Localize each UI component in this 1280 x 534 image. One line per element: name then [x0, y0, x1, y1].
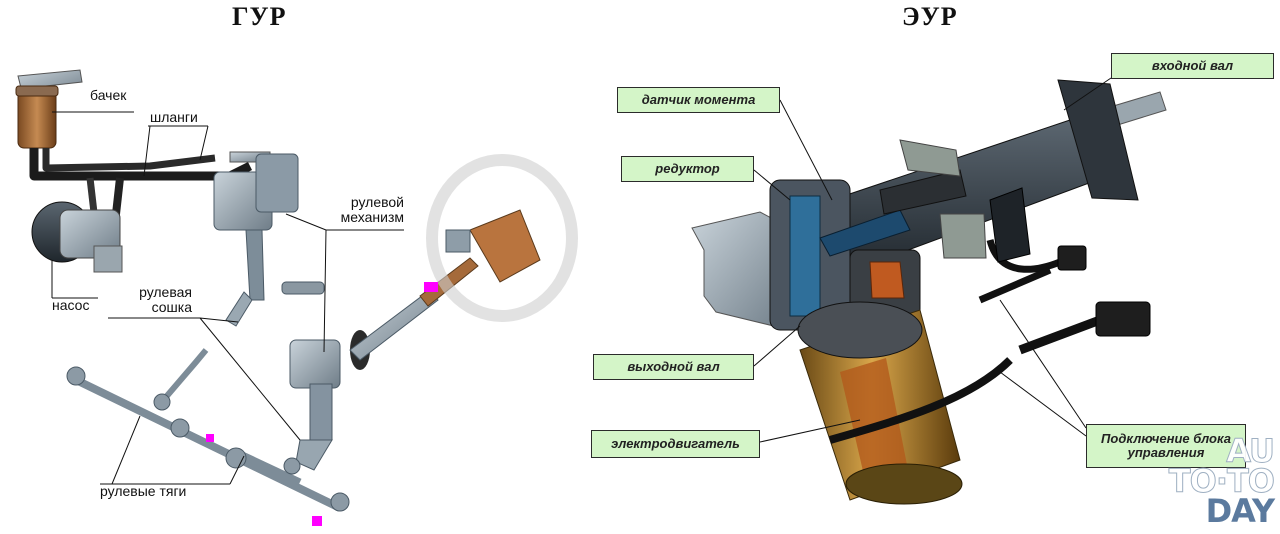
label-torque-sensor: датчик момента [617, 87, 780, 113]
watermark-line3: DAY [1205, 492, 1275, 530]
label-output-shaft: выходной вал [593, 354, 754, 380]
label-steering-mechanism: рулевой механизм [340, 194, 404, 225]
electric-steering-illustration [691, 77, 1167, 505]
hydraulic-title: ГУР [232, 2, 287, 31]
electric-title: ЭУР [902, 2, 958, 31]
label-input-shaft: входной вал [1111, 53, 1274, 79]
label-electric-motor: электродвигатель [591, 430, 760, 458]
label-control-unit-connection: Подключение блока управления [1086, 424, 1246, 468]
label-tank: бачек [90, 87, 127, 103]
label-pump: насос [52, 297, 90, 313]
hydraulic-steering-illustration [15, 69, 578, 526]
label-pitman-arm: рулевая сошка [139, 284, 192, 315]
label-hoses: шланги [150, 109, 198, 125]
label-tie-rods: рулевые тяги [100, 483, 187, 499]
watermark: AU TO·TO DAY [1150, 432, 1276, 530]
watermark-line1: AU [1226, 432, 1276, 470]
watermark-line2: TO·TO [1168, 462, 1275, 500]
label-reducer: редуктор [621, 156, 754, 182]
